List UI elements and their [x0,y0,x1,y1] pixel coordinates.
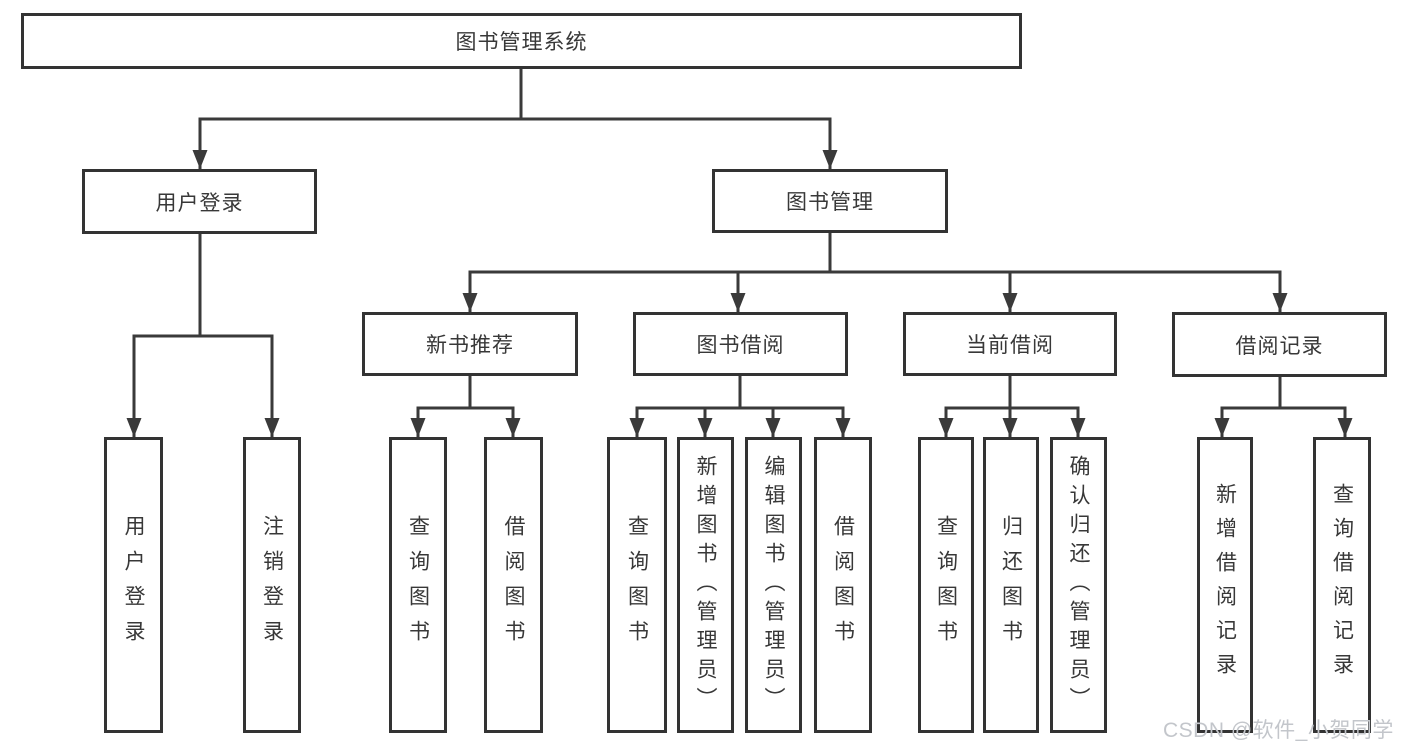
arrowhead-glyphs [126,150,1353,437]
leaf-logout-label: 注销登录 [260,515,284,655]
leaf-return-book: 归还图书 [983,437,1039,733]
leaf-query-book-recommend: 查询图书 [389,437,447,733]
node-new-book-recommend-label: 新书推荐 [426,334,514,357]
leaf-query-book-borrow: 查询图书 [607,437,667,733]
leaf-edit-book-admin-label: 编辑图书（管理员） [762,454,785,716]
leaf-user-login: 用户登录 [104,437,163,733]
connector-shafts [132,67,1347,439]
leaf-borrow-book: 借阅图书 [814,437,872,733]
leaf-confirm-return-admin: 确认归还（管理员） [1050,437,1107,733]
node-book-borrow-label: 图书借阅 [696,334,785,357]
leaf-query-borrow-record: 查询借阅记录 [1313,437,1371,733]
node-borrow-record-label: 借阅记录 [1235,334,1324,358]
node-root: 图书管理系统 [21,13,1022,69]
node-user-login: 用户登录 [82,169,317,234]
leaf-query-borrow-record-label: 查询借阅记录 [1330,483,1354,687]
leaf-query-book-recommend-label: 查询图书 [406,515,430,655]
leaf-query-book-current: 查询图书 [918,437,974,733]
leaf-return-book-label: 归还图书 [999,515,1023,655]
node-current-borrow: 当前借阅 [903,312,1117,376]
node-current-borrow-label: 当前借阅 [966,334,1054,357]
node-user-login-label: 用户登录 [155,191,244,215]
leaf-confirm-return-admin-label: 确认归还（管理员） [1067,454,1090,716]
node-book-borrow: 图书借阅 [633,312,848,376]
leaf-borrow-book-recommend-label: 借阅图书 [502,515,525,655]
leaf-add-borrow-record-label: 新增借阅记录 [1213,483,1237,687]
csdn-watermark: CSDN @软件_小贺同学 [1163,719,1394,742]
node-book-management: 图书管理 [712,169,948,233]
node-book-management-label: 图书管理 [786,191,874,214]
node-borrow-record: 借阅记录 [1172,312,1387,377]
leaf-logout: 注销登录 [243,437,301,733]
node-root-label: 图书管理系统 [455,31,588,54]
leaf-add-book-admin: 新增图书（管理员） [677,437,734,733]
leaf-edit-book-admin: 编辑图书（管理员） [745,437,802,733]
leaf-add-borrow-record: 新增借阅记录 [1197,437,1253,733]
leaf-user-login-label: 用户登录 [122,515,145,655]
leaf-query-book-current-label: 查询图书 [934,515,958,655]
node-new-book-recommend: 新书推荐 [362,312,578,376]
leaf-add-book-admin-label: 新增图书（管理员） [694,454,717,716]
leaf-borrow-book-label: 借阅图书 [831,515,855,655]
leaf-borrow-book-recommend: 借阅图书 [484,437,543,733]
leaf-query-book-borrow-label: 查询图书 [625,515,649,655]
